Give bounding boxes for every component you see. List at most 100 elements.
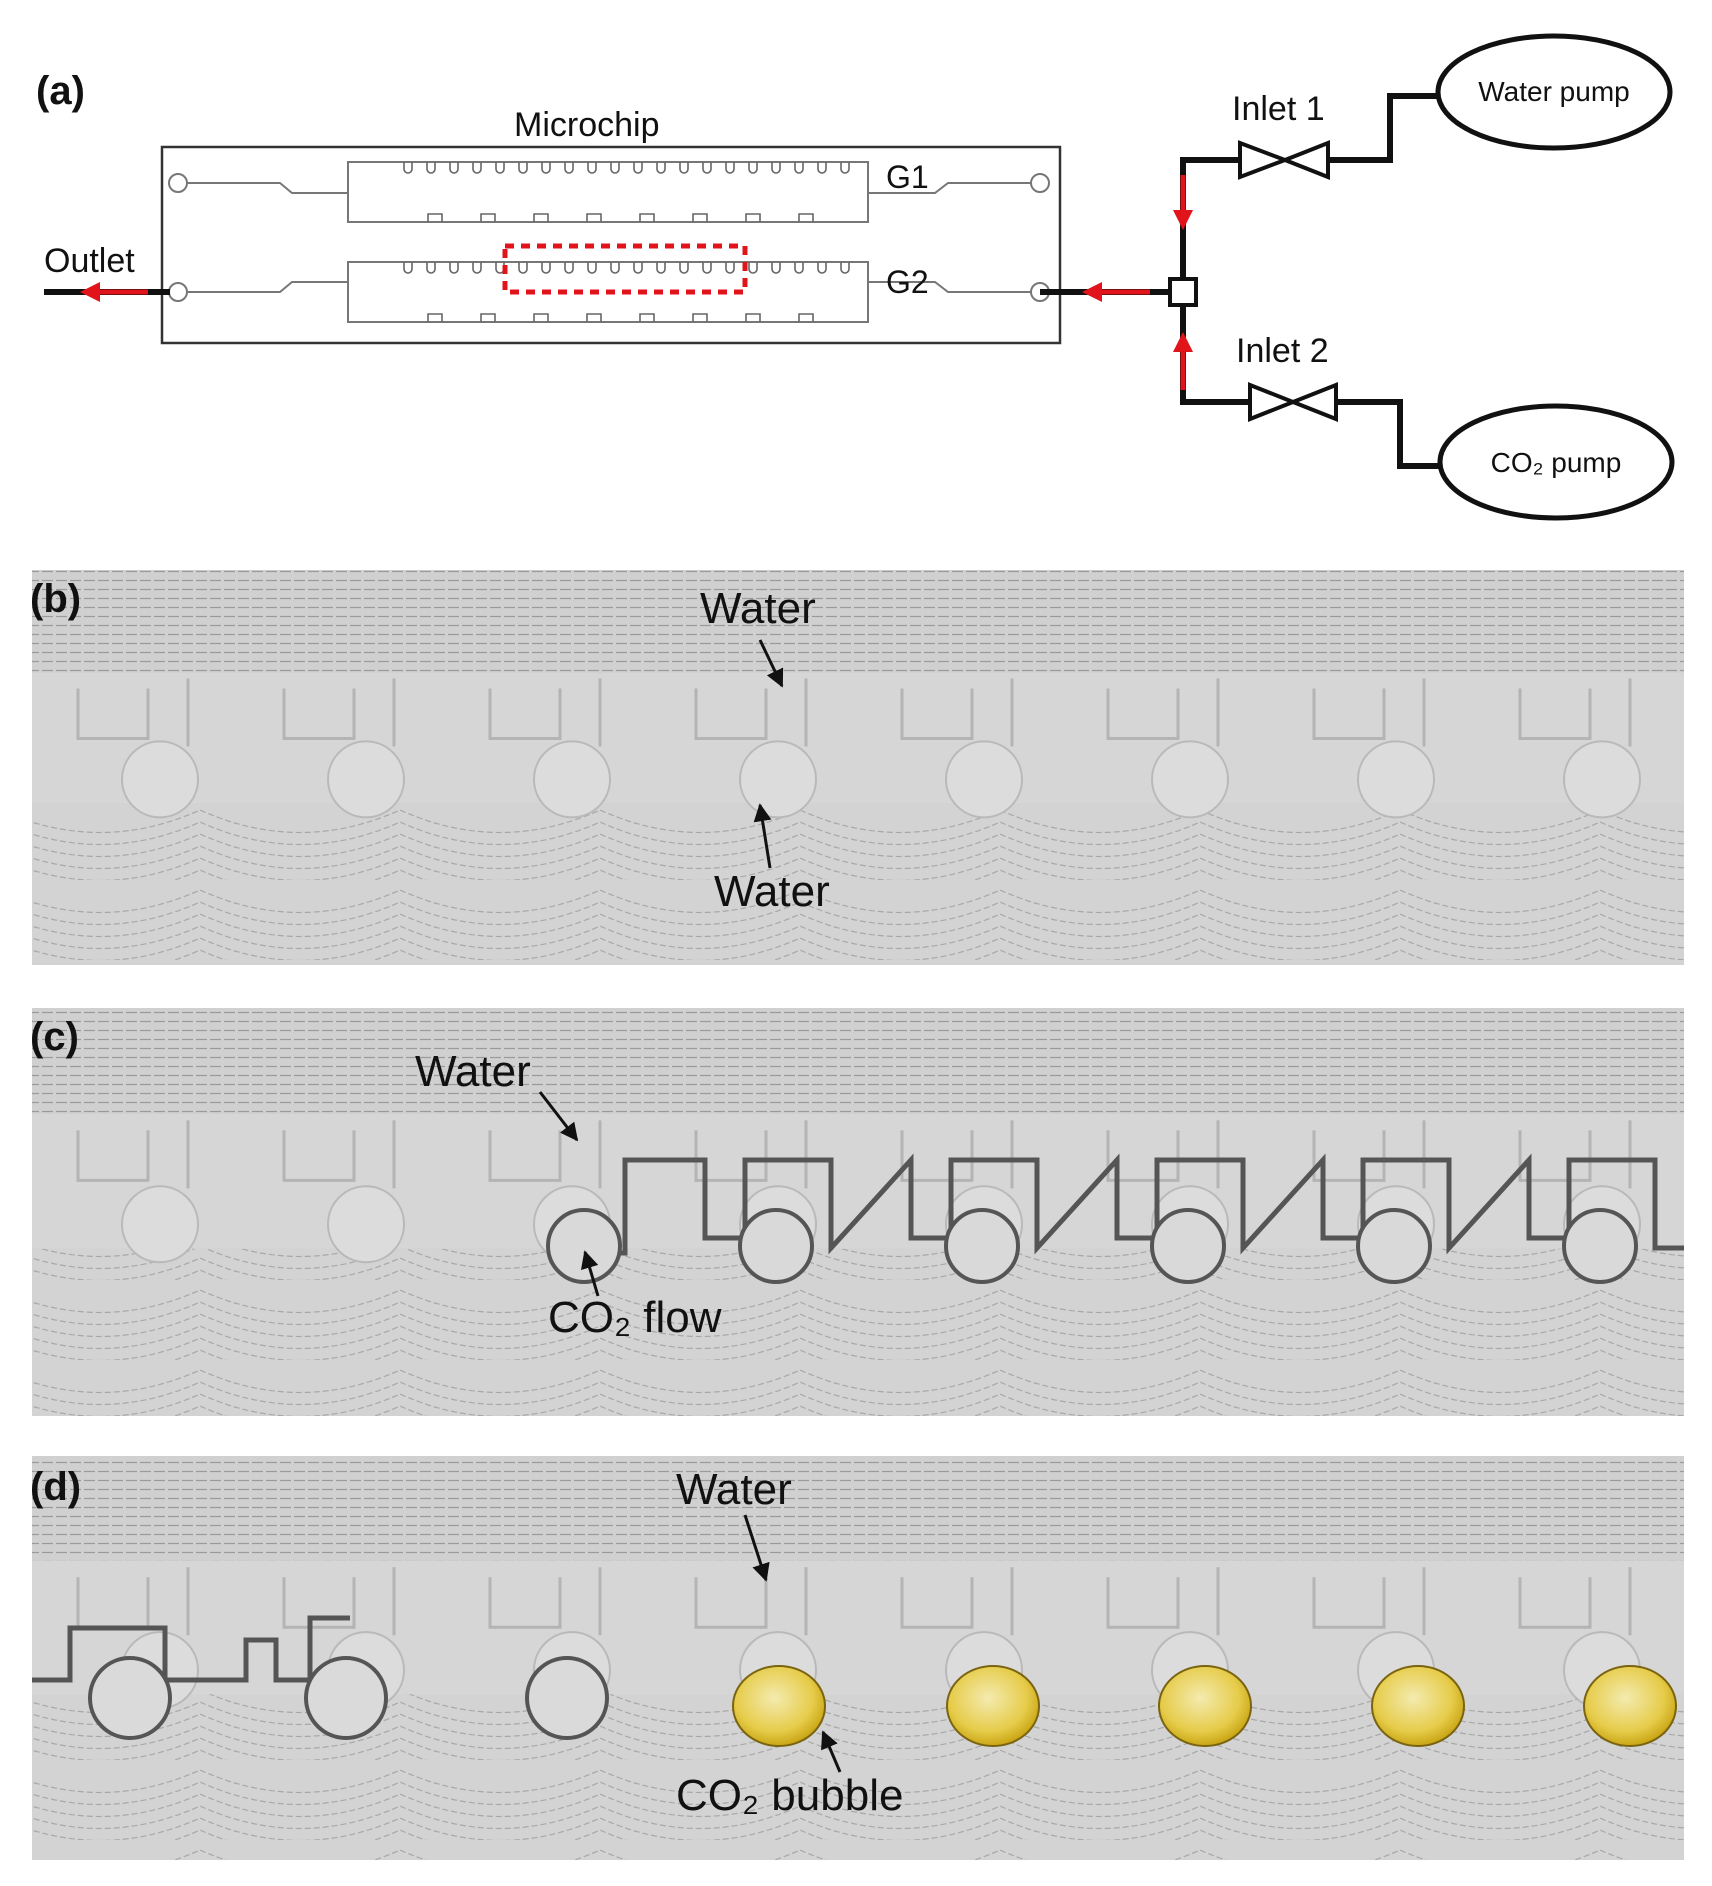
pocket-cavity: [121, 1185, 199, 1264]
chamber-tooth: [840, 162, 850, 174]
co2-flow-channel: [575, 1153, 1684, 1256]
d-co2-bubble-label: CO₂ bubble: [676, 1771, 903, 1820]
chamber-post: [745, 313, 761, 322]
chamber-tooth: [426, 262, 436, 274]
chamber-tooth: [725, 162, 735, 174]
co2-bubble: [946, 1665, 1040, 1747]
chamber-tooth: [403, 262, 413, 274]
pocket-cavity: [1151, 740, 1229, 819]
pocket-outline: [1106, 1120, 1220, 1189]
g2-label: G2: [886, 264, 929, 300]
c-co2-flow-arrow: [580, 1250, 600, 1297]
chamber-tooth: [633, 262, 643, 274]
panel-d-label: (d): [30, 1465, 81, 1509]
chamber-tooth: [449, 262, 459, 274]
chamber-tooth: [817, 262, 827, 274]
co2-bubble: [732, 1665, 826, 1747]
chamber-post: [586, 313, 602, 322]
pocket-cavity: [739, 740, 817, 819]
chamber-tooth: [587, 262, 597, 274]
water-arrowhead: [1173, 210, 1193, 230]
chamber-tooth: [518, 162, 528, 174]
pocket-outline: [694, 1120, 808, 1189]
water-pump-label: Water pump: [1478, 76, 1629, 107]
chamber-tooth: [656, 162, 666, 174]
pocket-outline: [1106, 678, 1220, 747]
chamber-tooth: [771, 262, 781, 274]
chamber-tooth: [633, 162, 643, 174]
micrograph-lines: [32, 570, 1684, 673]
chamber-tooth: [794, 262, 804, 274]
pocket-outline: [900, 1120, 1014, 1189]
chamber-post: [533, 213, 549, 222]
co2-bubble: [1583, 1665, 1677, 1747]
b-water-top-arrow: [758, 639, 784, 688]
micrograph-lines: [32, 1008, 1684, 1115]
c-water-arrow: [538, 1091, 579, 1142]
inlet2-label: Inlet 2: [1236, 332, 1329, 370]
chamber-post: [639, 313, 655, 322]
water-pump-pipe: [1328, 93, 1440, 163]
pocket-cavity: [1357, 740, 1435, 819]
microchip-body: [160, 145, 1062, 345]
water-branch-pipe: [1180, 157, 1240, 279]
chamber-post: [533, 313, 549, 322]
chamber-post: [692, 213, 708, 222]
pocket-outline: [488, 1567, 602, 1636]
panel-c: (c) Water CO₂ flow: [30, 1008, 1684, 1416]
chamber-tooth: [702, 162, 712, 174]
chamber-post: [798, 213, 814, 222]
pocket-cavity: [327, 1185, 405, 1264]
chamber-post: [427, 213, 443, 222]
pocket-outline: [282, 1567, 396, 1636]
chamber-tooth: [518, 262, 528, 274]
panel-a-label: (a): [36, 69, 85, 113]
outlet-arrowhead: [80, 282, 100, 302]
chamber-tooth: [610, 262, 620, 274]
co2-pump-pipe: [1336, 399, 1440, 469]
chamber-tooth: [748, 262, 758, 274]
chamber-tooth: [449, 162, 459, 174]
inlet1-label: Inlet 1: [1232, 90, 1325, 128]
co2-filled-pocket: [546, 1208, 622, 1284]
panel-b: (b) Water Water: [30, 570, 1684, 965]
pocket-cavity: [327, 740, 405, 819]
co2-filled-pocket: [1150, 1208, 1226, 1284]
chamber-tooth: [771, 162, 781, 174]
chamber-post: [427, 313, 443, 322]
co2-filled-pocket: [944, 1208, 1020, 1284]
co2-arrowhead: [1173, 332, 1193, 352]
d-water-label: Water: [676, 1465, 792, 1514]
chamber-tooth: [817, 162, 827, 174]
inlet1-valve: [1238, 140, 1330, 180]
micrograph-lines: [32, 1456, 1684, 1562]
co2-filled-pocket: [1356, 1208, 1432, 1284]
water-pump: [1435, 33, 1673, 151]
co2-pump-label: CO₂ pump: [1491, 447, 1622, 478]
pocket-outline: [1312, 1567, 1426, 1636]
pocket-outline: [1312, 1120, 1426, 1189]
b-water-top-label: Water: [700, 584, 816, 633]
residual-co2-channel: [32, 1615, 350, 1683]
outlet-label: Outlet: [44, 242, 135, 280]
panel-d: (d) Water CO₂ bubble: [30, 1456, 1684, 1860]
chamber-tooth: [656, 262, 666, 274]
chamber-post: [798, 313, 814, 322]
inlet-arrowhead: [1082, 282, 1102, 302]
emptying-pocket: [88, 1656, 172, 1740]
chamber-tooth: [679, 162, 689, 174]
chamber-post: [692, 313, 708, 322]
chamber-tooth: [472, 162, 482, 174]
g2-teeth: [403, 262, 850, 322]
chamber-post: [480, 313, 496, 322]
photo-b-micrograph: [32, 570, 1684, 965]
micrograph-channel: [32, 1114, 1684, 1249]
chamber-tooth: [679, 262, 689, 274]
d-water-arrow: [743, 1514, 770, 1582]
g1-teeth: [403, 162, 850, 222]
chamber-tooth: [610, 162, 620, 174]
co2-filled-pocket: [738, 1208, 814, 1284]
chamber-post: [639, 213, 655, 222]
pocket-outline: [488, 678, 602, 747]
